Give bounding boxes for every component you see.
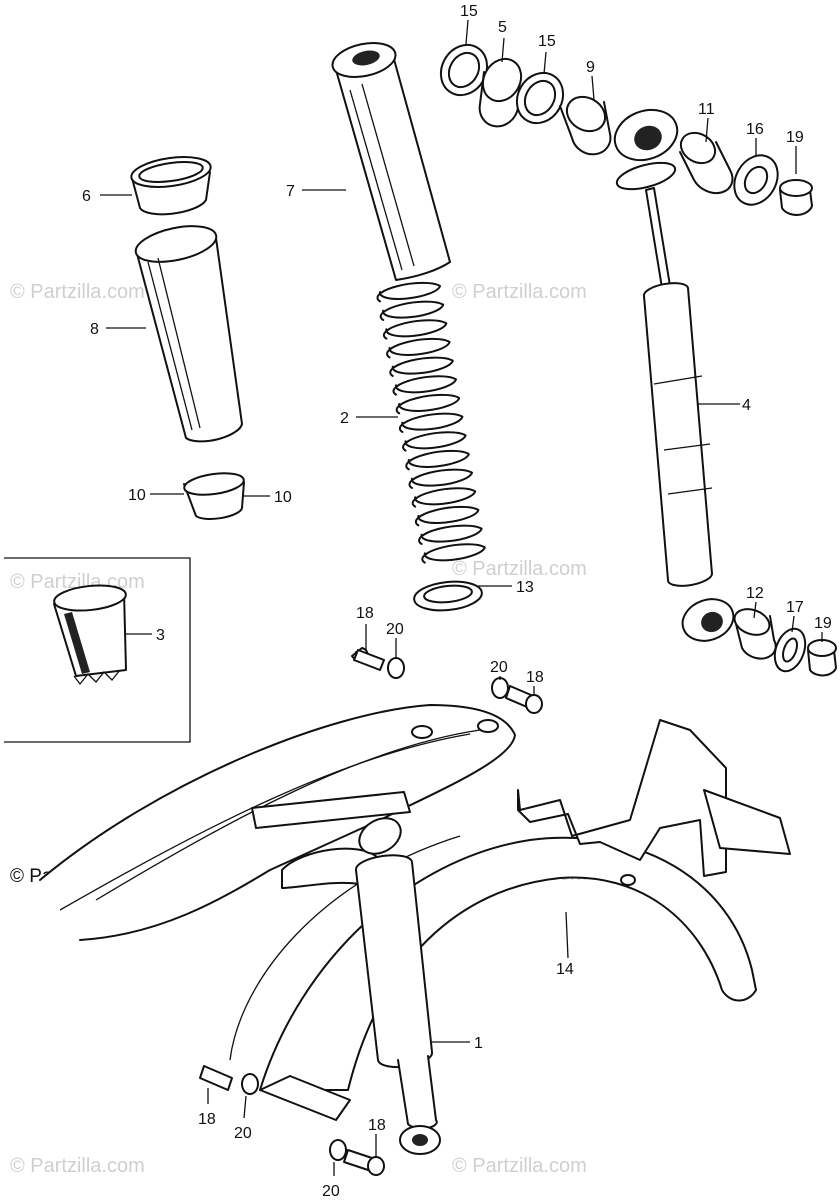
top-hardware xyxy=(439,43,813,216)
part-8-tube xyxy=(134,225,243,443)
callout-numbers: 15 5 15 9 11 16 19 6 7 8 2 4 10 10 13 3 … xyxy=(82,3,832,1200)
part-1-shock xyxy=(354,817,441,1155)
callout-14: 14 xyxy=(556,961,574,978)
callout-10-b: 10 xyxy=(274,489,292,506)
callout-20-a: 20 xyxy=(386,621,404,638)
leader-lines xyxy=(100,19,823,1176)
callout-20-d: 20 xyxy=(322,1183,340,1200)
bottom-right-hardware xyxy=(733,608,837,677)
callout-11: 11 xyxy=(698,101,715,118)
callout-3: 3 xyxy=(156,627,165,644)
bolts-washers xyxy=(199,647,543,1176)
callout-20-b: 20 xyxy=(490,659,508,676)
callout-18-a: 18 xyxy=(356,605,374,622)
part-6-seat xyxy=(130,156,212,216)
part-10-collar xyxy=(183,472,245,520)
callout-9: 9 xyxy=(586,59,595,76)
callout-6: 6 xyxy=(82,188,91,205)
callout-13: 13 xyxy=(516,579,534,596)
watermark-7: © Partzilla.com xyxy=(452,1155,587,1177)
watermark-6: © Partzilla.com xyxy=(10,1155,145,1177)
watermark-4: © Partzilla.com xyxy=(452,558,587,580)
callout-18-b: 18 xyxy=(526,669,544,686)
callout-18-d: 18 xyxy=(368,1117,386,1134)
callout-1: 1 xyxy=(474,1035,483,1052)
callout-10-a: 10 xyxy=(128,487,146,504)
part-14-fender xyxy=(229,719,791,1121)
callout-16: 16 xyxy=(746,121,764,138)
callout-8: 8 xyxy=(90,321,99,338)
callout-7: 7 xyxy=(286,183,295,200)
watermark-1: © Partzilla.com xyxy=(10,281,145,303)
callout-18-c: 18 xyxy=(198,1111,216,1128)
callout-5: 5 xyxy=(498,19,507,36)
frame-swingarm xyxy=(39,704,516,941)
part-7-upper-cover xyxy=(331,41,451,281)
callout-4: 4 xyxy=(742,397,751,414)
callout-19-b: 19 xyxy=(814,615,832,632)
callout-19-a: 19 xyxy=(786,129,804,146)
callout-17: 17 xyxy=(786,599,804,616)
callout-2: 2 xyxy=(340,410,349,427)
callout-15-b: 15 xyxy=(538,33,556,50)
callout-20-c: 20 xyxy=(234,1125,252,1142)
callout-15-a: 15 xyxy=(460,3,478,20)
part-2-spring xyxy=(376,281,486,564)
callout-12: 12 xyxy=(746,585,764,602)
part-4-shock xyxy=(613,108,735,642)
part-3-inset xyxy=(4,557,191,743)
watermark-2: © Partzilla.com xyxy=(452,281,587,303)
part-13-washer xyxy=(413,580,483,612)
